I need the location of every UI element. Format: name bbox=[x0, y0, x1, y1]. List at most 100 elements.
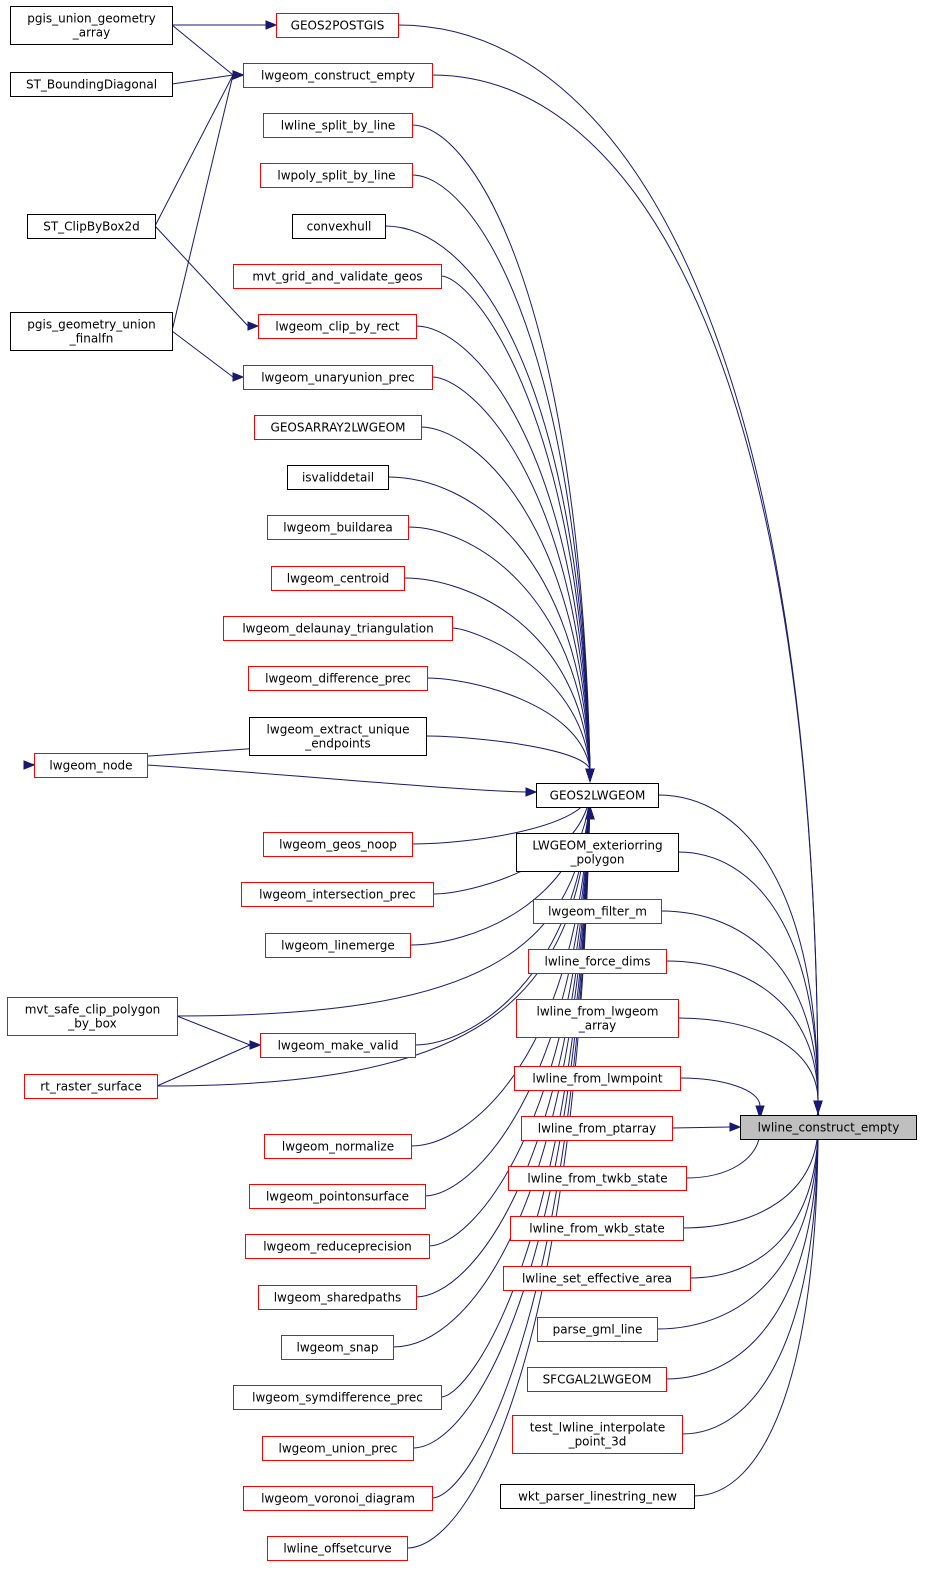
node-label: _endpoints bbox=[304, 737, 370, 751]
node-lwline-offsetcurve[interactable]: lwline_offsetcurve bbox=[267, 1536, 408, 1561]
nodes-layer: pgis_union_geometry_array GEOS2POSTGIS ST_… bbox=[7, 6, 917, 1561]
node-lwgeom-difference-prec[interactable]: lwgeom_difference_prec bbox=[248, 666, 428, 691]
node-geos2postgis[interactable]: GEOS2POSTGIS bbox=[276, 13, 399, 38]
node-label: lwgeom_filter_m bbox=[548, 905, 647, 919]
node-test-lwline-interpolate-point-3d[interactable]: test_lwline_interpolate_point_3d bbox=[512, 1415, 683, 1454]
node-label: ST_ClipByBox2d bbox=[43, 220, 140, 234]
node-lwline-set-effective-area[interactable]: lwline_set_effective_area bbox=[503, 1266, 691, 1291]
edge-lwline_from_lwgeom_array-to-lwline_construct_empty bbox=[677, 1017, 823, 1115]
node-lwgeom-centroid[interactable]: lwgeom_centroid bbox=[271, 566, 405, 591]
edges-layer bbox=[23, 20, 823, 1549]
node-lwline-from-ptarray[interactable]: lwline_from_ptarray bbox=[521, 1116, 673, 1141]
node-label: lwline_from_twkb_state bbox=[527, 1172, 667, 1186]
node-lwgeom-reduceprecision[interactable]: lwgeom_reduceprecision bbox=[245, 1234, 430, 1259]
node-lwgeom-unaryunion-prec[interactable]: lwgeom_unaryunion_prec bbox=[243, 365, 433, 390]
edge-pgis_geometry_union_finalfn-to-lwgeom_unaryunion_prec bbox=[171, 330, 245, 382]
node-lwgeom-construct-empty[interactable]: lwgeom_construct_empty bbox=[243, 63, 433, 88]
edge-lwgeom_clip_by_rect-to-GEOS2LWGEOM bbox=[415, 325, 595, 783]
edge-lwline_split_by_line-to-GEOS2LWGEOM bbox=[411, 124, 595, 783]
node-mvt-safe-clip-polygon-by-box[interactable]: mvt_safe_clip_polygon_by_box bbox=[7, 997, 178, 1036]
node-label: lwgeom_voronoi_diagram bbox=[261, 1492, 415, 1506]
node-lwgeom-sharedpaths[interactable]: lwgeom_sharedpaths bbox=[258, 1285, 417, 1310]
edge-lwgeom_difference_prec-to-GEOS2LWGEOM bbox=[426, 677, 595, 783]
node-label: _array bbox=[578, 1019, 616, 1033]
node-rt-raster-surface[interactable]: rt_raster_surface bbox=[24, 1074, 158, 1099]
edge-test_lwline_interpolate_point_3d-to-lwline_construct_empty bbox=[681, 1111, 823, 1435]
edge-lwgeom_extract_unique_endpoints-to-GEOS2LWGEOM bbox=[425, 735, 595, 783]
node-label: GEOS2POSTGIS bbox=[291, 19, 385, 33]
edge-lwgeom_filter_m-to-lwline_construct_empty bbox=[660, 910, 823, 1115]
node-label: lwgeom_normalize bbox=[282, 1140, 394, 1154]
node-label: lwgeom_buildarea bbox=[283, 521, 392, 535]
node-lwgeom-snap[interactable]: lwgeom_snap bbox=[281, 1335, 394, 1360]
node-lwgeom-union-prec[interactable]: lwgeom_union_prec bbox=[262, 1436, 414, 1461]
node-lwgeom-geos-noop[interactable]: lwgeom_geos_noop bbox=[263, 832, 413, 857]
node-label: mvt_safe_clip_polygon bbox=[25, 1003, 161, 1017]
node-label: convexhull bbox=[307, 220, 372, 234]
node-label: ST_BoundingDiagonal bbox=[26, 78, 157, 92]
node-label: lwline_from_wkb_state bbox=[529, 1222, 665, 1236]
node-label: test_lwline_interpolate bbox=[530, 1421, 666, 1435]
node-lwline-from-twkb-state[interactable]: lwline_from_twkb_state bbox=[508, 1166, 687, 1191]
node-label: lwline_from_ptarray bbox=[538, 1122, 657, 1136]
node-label: lwgeom_centroid bbox=[287, 572, 389, 586]
node-st-boundingdiagonal: ST_BoundingDiagonal bbox=[10, 72, 173, 97]
node-geosarray2lwgeom[interactable]: GEOSARRAY2LWGEOM bbox=[254, 415, 422, 440]
node-label: lwgeom_construct_empty bbox=[261, 69, 415, 83]
node-label: lwline_set_effective_area bbox=[522, 1272, 672, 1286]
node-pgis-geometry-union-finalfn: pgis_geometry_union_finalfn bbox=[10, 312, 173, 351]
edge-rt_raster_surface-to-lwgeom_make_valid bbox=[156, 1040, 262, 1087]
node-lwgeom-clip-by-rect[interactable]: lwgeom_clip_by_rect bbox=[258, 314, 417, 339]
node-lwpoly-split-by-line[interactable]: lwpoly_split_by_line bbox=[260, 163, 413, 188]
node-lwgeom-symdifference-prec[interactable]: lwgeom_symdifference_prec bbox=[233, 1385, 442, 1410]
node-pgis-union-geometry-array: pgis_union_geometry_array bbox=[10, 6, 173, 45]
node-geos2lwgeom: GEOS2LWGEOM bbox=[536, 783, 659, 808]
node-label: _finalfn bbox=[69, 332, 114, 346]
node-lwgeom-make-valid[interactable]: lwgeom_make_valid bbox=[260, 1033, 416, 1058]
node-label: lwline_from_lwmpoint bbox=[532, 1072, 662, 1086]
node-label: lwline_construct_empty bbox=[758, 1121, 900, 1135]
node-label: LWGEOM_exteriorring bbox=[532, 839, 662, 853]
edge-GEOS2LWGEOM-to-lwline_construct_empty bbox=[657, 794, 823, 1115]
node-lwgeom-filter-m[interactable]: lwgeom_filter_m bbox=[533, 899, 662, 924]
edge-lwline_from_ptarray-to-lwline_construct_empty bbox=[671, 1122, 742, 1132]
node-lwgeom-normalize[interactable]: lwgeom_normalize bbox=[264, 1134, 412, 1159]
node-lwgeom-pointonsurface[interactable]: lwgeom_pointonsurface bbox=[249, 1184, 426, 1209]
node-label: lwgeom_union_prec bbox=[279, 1442, 398, 1456]
node-label: lwpoly_split_by_line bbox=[277, 169, 395, 183]
edge-mvt_safe_clip_polygon_by_box-to-lwgeom_make_valid bbox=[176, 1015, 262, 1050]
node-lwline-force-dims[interactable]: lwline_force_dims bbox=[528, 949, 667, 974]
node-label: lwline_from_lwgeom bbox=[537, 1005, 659, 1019]
edge-LWGEOM_exteriorring_polygon-to-lwline_construct_empty bbox=[677, 851, 823, 1115]
node-label: wkt_parser_linestring_new bbox=[518, 1490, 677, 1504]
node-label: lwline_force_dims bbox=[545, 955, 651, 969]
node-lwline-from-lwgeom-array[interactable]: lwline_from_lwgeom_array bbox=[516, 999, 679, 1038]
node-lwgeom-linemerge[interactable]: lwgeom_linemerge bbox=[265, 933, 411, 958]
edge-pgis_geometry_union_finalfn-to-lwgeom_construct_empty bbox=[171, 70, 245, 332]
node-parse-gml-line[interactable]: parse_gml_line bbox=[537, 1317, 658, 1342]
node-label: lwgeom_extract_unique bbox=[267, 723, 410, 737]
node-lwgeom-intersection-prec[interactable]: lwgeom_intersection_prec bbox=[241, 882, 434, 907]
node-sfcgal2lwgeom[interactable]: SFCGAL2LWGEOM bbox=[527, 1367, 667, 1392]
edge-lwgeom_delaunay_triangulation-to-GEOS2LWGEOM bbox=[451, 627, 595, 783]
node-label: lwgeom_reduceprecision bbox=[263, 1240, 412, 1254]
edge-mvt_grid_and_validate_geos-to-GEOS2LWGEOM bbox=[440, 275, 595, 783]
node-label: lwline_split_by_line bbox=[281, 119, 395, 133]
node-lwgeom-buildarea[interactable]: lwgeom_buildarea bbox=[267, 515, 409, 540]
node-mvt-grid-and-validate-geos[interactable]: mvt_grid_and_validate_geos bbox=[233, 264, 442, 289]
node-lwline-split-by-line[interactable]: lwline_split_by_line bbox=[263, 113, 413, 138]
node-lwline-from-wkb-state[interactable]: lwline_from_wkb_state bbox=[510, 1216, 684, 1241]
node-lwgeom-extract-unique-endpoints: lwgeom_extract_unique_endpoints bbox=[249, 717, 427, 756]
node-lwgeom-node[interactable]: lwgeom_node bbox=[34, 753, 148, 778]
node-label: lwgeom_pointonsurface bbox=[266, 1190, 409, 1204]
node-lwline-from-lwmpoint[interactable]: lwline_from_lwmpoint bbox=[514, 1066, 681, 1091]
node-lwline-construct-empty: lwline_construct_empty bbox=[740, 1115, 917, 1140]
node-lwgeom-delaunay-triangulation[interactable]: lwgeom_delaunay_triangulation bbox=[223, 616, 453, 641]
node-label: GEOSARRAY2LWGEOM bbox=[271, 421, 406, 435]
edge-SFCGAL2LWGEOM-to-lwline_construct_empty bbox=[665, 1111, 823, 1380]
node-label: lwgeom_intersection_prec bbox=[259, 888, 416, 902]
node-label: _array bbox=[72, 26, 110, 40]
node-lwgeom-voronoi-diagram[interactable]: lwgeom_voronoi_diagram bbox=[243, 1486, 433, 1511]
edge-lwline_from_lwmpoint-to-lwline_construct_empty bbox=[679, 1077, 765, 1120]
node-label: _point_3d bbox=[568, 1435, 627, 1449]
